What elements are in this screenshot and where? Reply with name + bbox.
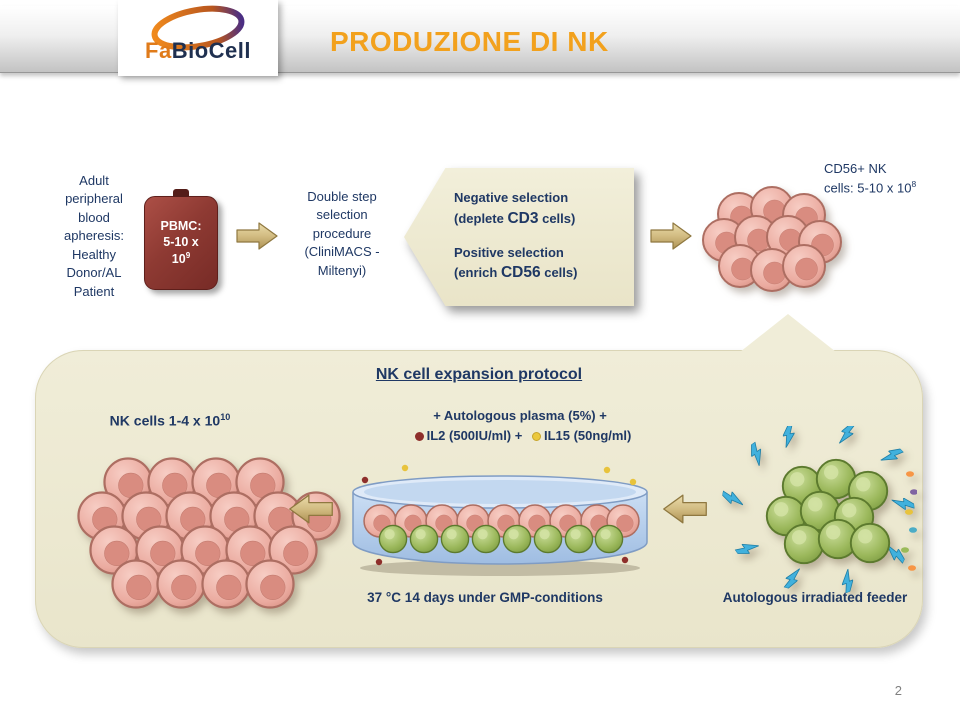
logo-part-cell: Cell: [208, 38, 251, 63]
apheresis-source-label: Adult peripheral blood apheresis: Health…: [64, 173, 124, 299]
logo-part-fa: Fa: [145, 38, 172, 63]
culture-conditions-label: 37 °C 14 days under GMP-conditions: [367, 590, 603, 605]
flow-arrow-left-icon: [289, 494, 333, 524]
il15-text: IL15 (50ng/ml): [543, 428, 632, 444]
logo-swoosh-icon: [151, 5, 245, 51]
neg-suf: cells): [538, 211, 576, 227]
supplement-label: + Autologous plasma (5%) + IL2 (500IU/ml…: [320, 406, 720, 446]
pos-marker: CD56: [500, 264, 541, 282]
positive-selection-detail: (enrich CD56 cells): [454, 262, 634, 284]
flow-arrow-left-icon: [663, 494, 707, 524]
nk-yield-label: NK cells 1-4 x 1010: [109, 412, 231, 429]
flow-arrow-right-icon: [236, 222, 278, 250]
logo-part-bio: Bio: [171, 38, 209, 63]
selection-callout: Negative selection (deplete CD3 cells) P…: [404, 168, 634, 306]
bag-label-line3: 109: [171, 251, 191, 267]
supplement-line1: + Autologous plasma (5%) +: [433, 408, 607, 423]
logo-text: FaBioCell: [118, 38, 278, 64]
expansion-title: NK cell expansion protocol: [375, 366, 583, 383]
feeder-label: Autologous irradiated feeder: [722, 590, 908, 605]
culture-dish-icon: [352, 464, 648, 576]
nk-cell-cluster-small-icon: [702, 186, 842, 292]
il15-dot-icon: [531, 432, 541, 442]
cd56-result-label: CD56+ NK cells: 5-10 x 108: [824, 161, 917, 196]
negative-selection-title: Negative selection: [454, 190, 569, 206]
bag-label-line2: 5-10 x: [163, 235, 199, 250]
expansion-panel: NK cell expansion protocol NK cells 1-4 …: [35, 314, 923, 648]
positive-selection-block: Positive selection (enrich CD56 cells): [454, 244, 634, 285]
pos-pre: (enrich: [454, 265, 501, 281]
selection-callout-body: Negative selection (deplete CD3 cells) P…: [404, 168, 634, 306]
flow-arrow-right-icon: [650, 222, 692, 250]
supplement-line2: IL2 (500IU/ml) + IL15 (50ng/ml): [320, 426, 720, 446]
bag-label-line1: PBMC:: [160, 218, 202, 233]
negative-selection-detail: (deplete CD3 cells): [454, 208, 634, 230]
positive-selection-title: Positive selection: [454, 244, 564, 260]
panel-notch: [740, 314, 836, 352]
bag-port-icon: [173, 189, 189, 197]
page-number: 2: [894, 683, 902, 698]
irradiated-feeder-cluster-icon: [721, 426, 917, 594]
negative-selection-block: Negative selection (deplete CD3 cells): [454, 189, 634, 230]
slide-title: PRODUZIONE DI NK: [330, 26, 609, 57]
il2-dot-icon: [414, 432, 424, 442]
neg-marker: CD3: [507, 210, 539, 228]
pos-suf: cells): [540, 265, 578, 281]
fabiocell-logo: FaBioCell: [118, 0, 278, 76]
il2-text: IL2 (500IU/ml) +: [426, 428, 523, 444]
selection-step-label: Double step selection procedure (CliniMA…: [304, 189, 380, 278]
neg-pre: (deplete: [454, 211, 508, 227]
pbmc-bag-icon: PBMC: 5-10 x 109: [144, 189, 218, 290]
